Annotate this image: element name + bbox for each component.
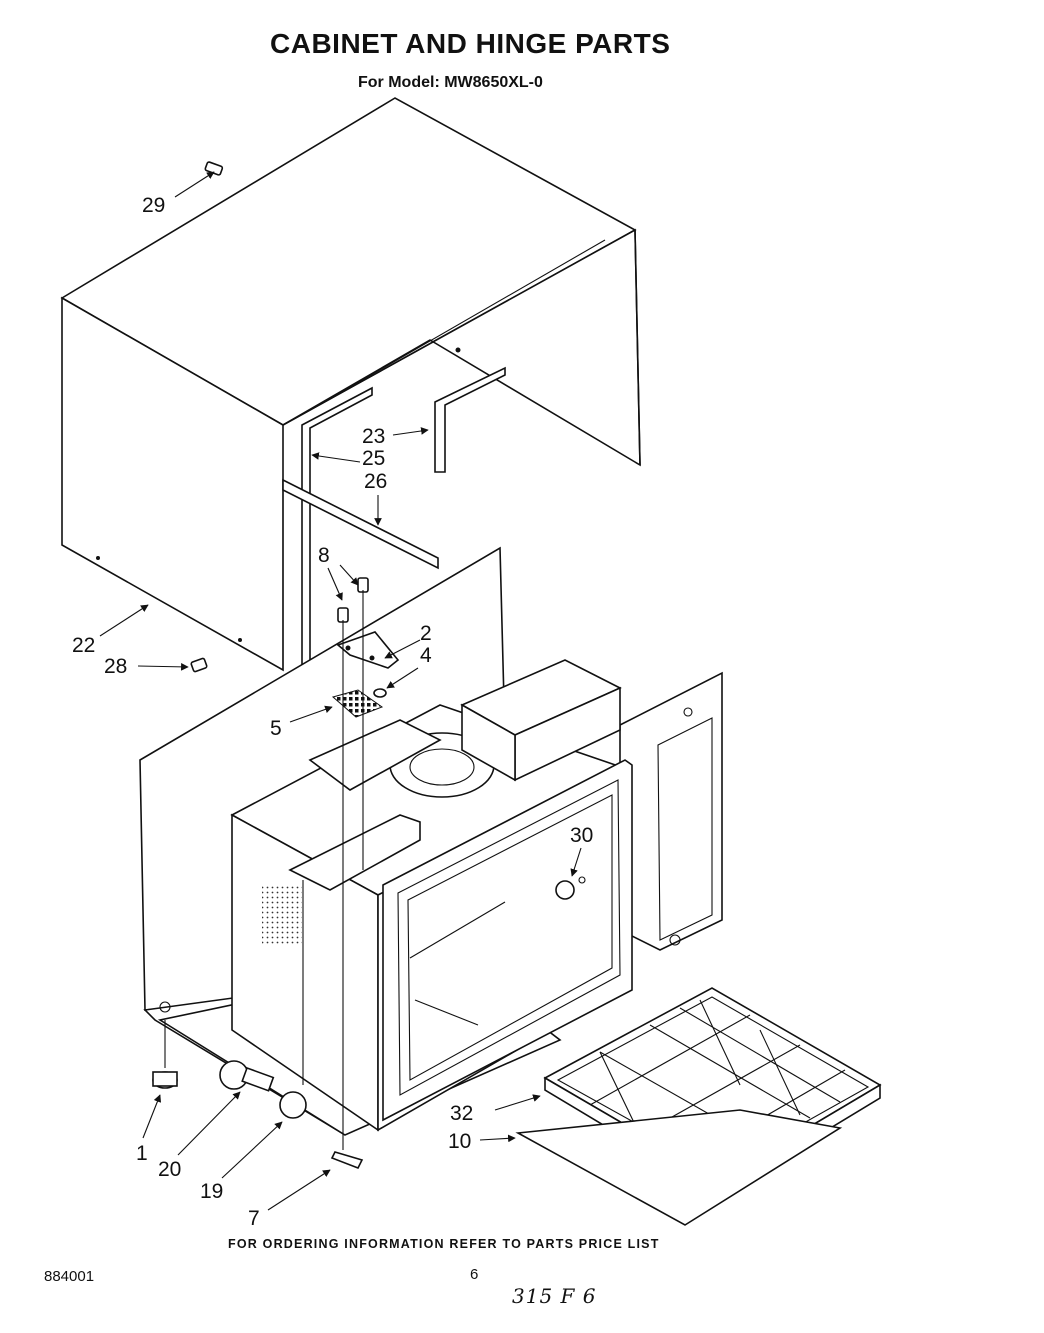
assembly-lines	[164, 590, 364, 1150]
handwritten-note: 315 F 6	[512, 1284, 597, 1308]
callout-30: 30	[570, 824, 593, 847]
outer-cabinet	[60, 97, 641, 672]
model-subtitle: For Model: MW8650XL-0	[358, 74, 543, 91]
magnetron-box	[460, 659, 622, 782]
callout-26: 26	[364, 470, 387, 493]
callout-4: 4	[420, 644, 432, 667]
callout-10: 10	[448, 1130, 471, 1153]
callout-7: 7	[248, 1207, 260, 1230]
foot-bulb-socket	[152, 1060, 307, 1119]
callout-19: 19	[200, 1180, 223, 1203]
callout-1: 1	[136, 1142, 148, 1165]
ordering-note: FOR ORDERING INFORMATION REFER TO PARTS …	[228, 1237, 660, 1251]
grill-pad	[331, 689, 384, 718]
rear-panel	[619, 671, 723, 951]
page-number: 6	[470, 1266, 479, 1283]
callout-8: 8	[318, 544, 330, 567]
trim-strip-26	[282, 478, 439, 570]
callout-29: 29	[142, 194, 165, 217]
callout-5: 5	[270, 717, 282, 740]
glass-sheet	[515, 1109, 843, 1226]
document-code: 884001	[44, 1268, 95, 1285]
callout-23: 23	[362, 425, 385, 448]
leader-lines	[99, 171, 582, 1211]
hinge-plate	[288, 631, 421, 891]
callout-28: 28	[104, 655, 127, 678]
callout-25: 25	[362, 447, 385, 470]
callout-20: 20	[158, 1158, 181, 1181]
screws	[190, 161, 586, 1170]
diagram-title: CABINET AND HINGE PARTS	[270, 28, 671, 59]
trim-strip-23	[434, 366, 506, 473]
callout-labels: 29 23 25 26 8 2 4 22 28 5 30 32 10 1 20 …	[72, 194, 593, 1230]
callout-32: 32	[450, 1102, 473, 1125]
callout-22: 22	[72, 634, 95, 657]
callout-2: 2	[420, 622, 432, 645]
